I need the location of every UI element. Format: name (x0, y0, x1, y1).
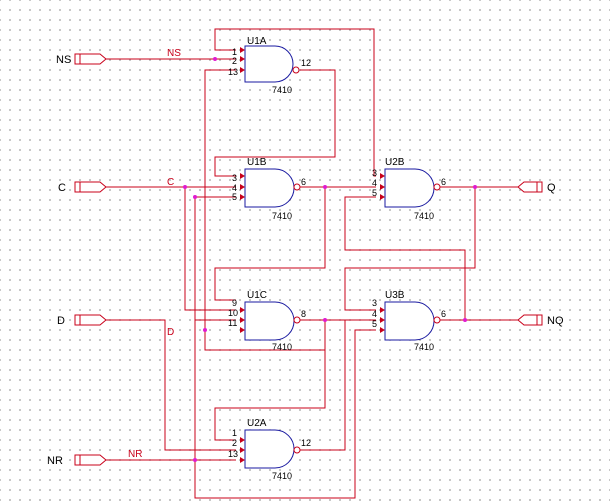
pin-number: 6 (441, 177, 446, 187)
junction-dot (473, 185, 477, 189)
gate-ref: U1A (247, 36, 267, 47)
pin-number: 12 (301, 438, 311, 448)
pin-number: 11 (228, 318, 237, 328)
pin-number: 5 (372, 319, 377, 329)
gate-u1a[interactable]: U1A 1 2 13 12 7410 (228, 36, 311, 95)
nand-gate-body (384, 168, 435, 208)
pin-arrows (380, 173, 385, 200)
gate-u2b[interactable]: U2B 3 4 5 6 7410 (372, 157, 446, 221)
port-c-label: C (58, 182, 66, 194)
net-label-d: D (167, 327, 174, 338)
pin-arrows (240, 307, 245, 333)
port-q[interactable]: Q (517, 181, 556, 194)
pin-number: 12 (301, 58, 311, 68)
inverter-bubble (433, 316, 441, 324)
part-number: 7410 (414, 342, 434, 352)
gate-u1b[interactable]: U1B 3 4 5 6 7410 (232, 157, 306, 221)
pin-number: 5 (232, 192, 237, 202)
net-label-c: C (167, 177, 174, 188)
junctions (183, 57, 477, 462)
net-label-ns: NS (167, 48, 181, 59)
gate-ref: U2B (385, 157, 405, 168)
pin-number: 1 (232, 428, 237, 438)
pin-number: 10 (228, 308, 238, 318)
pin-number: 3 (372, 298, 377, 308)
junction-dot (463, 318, 467, 322)
port-d[interactable]: D (57, 314, 107, 327)
gate-u2a[interactable]: U2A 1 2 13 12 7410 (228, 418, 311, 481)
part-number: 7410 (414, 211, 434, 221)
net-labels: NS C D NR (128, 48, 181, 460)
pin-number: 13 (228, 449, 238, 459)
port-ns[interactable]: NS (56, 53, 107, 66)
net-label-nr: NR (128, 449, 142, 460)
junction-dot (193, 195, 197, 199)
port-d-label: D (57, 315, 65, 327)
pin-number: 13 (228, 67, 238, 77)
pin-number: 2 (232, 56, 237, 66)
output-ports: Q NQ (517, 181, 564, 327)
pin-arrows (240, 437, 245, 463)
junction-dot (183, 185, 187, 189)
port-c[interactable]: C (58, 181, 107, 194)
junction-dot (323, 185, 327, 189)
inverter-bubble (293, 446, 301, 454)
pin-number: 3 (232, 173, 237, 183)
gate-ref: U3B (385, 290, 405, 301)
port-nr-label: NR (47, 455, 63, 467)
pin-number: 4 (372, 309, 377, 319)
gate-ref: U1B (247, 157, 267, 168)
part-number: 7410 (272, 85, 292, 95)
port-ns-label: NS (56, 54, 71, 66)
pin-number: 4 (372, 178, 377, 188)
pin-number: 4 (232, 183, 237, 193)
junction-dot (213, 57, 217, 61)
part-number: 7410 (272, 211, 292, 221)
port-nr[interactable]: NR (47, 454, 107, 467)
wires (106, 28, 518, 499)
nand-gate-body (384, 301, 435, 341)
port-nq-label: NQ (547, 315, 564, 327)
part-number: 7410 (272, 471, 292, 481)
inverter-bubble (293, 183, 301, 191)
gate-u3b[interactable]: U3B 3 4 5 6 7410 (372, 290, 446, 352)
nand-gate-body (244, 168, 295, 208)
pin-number: 6 (301, 177, 306, 187)
pin-number: 6 (441, 309, 446, 319)
nand-gate-body (244, 301, 295, 341)
gate-u1c[interactable]: U1C 9 10 11 8 7410 (228, 290, 306, 352)
input-ports: NS C D NR (47, 53, 107, 467)
gate-ref: U2A (247, 418, 267, 429)
inverter-bubble (433, 183, 441, 191)
nand-gate-body (244, 45, 294, 83)
pin-arrows (240, 173, 245, 200)
pin-number: 1 (232, 47, 237, 57)
junction-dot (203, 328, 207, 332)
pin-number: 5 (372, 188, 377, 198)
port-nq[interactable]: NQ (517, 314, 564, 327)
pin-number: 8 (301, 309, 306, 319)
nand-gate-body (244, 429, 295, 469)
pin-number: 3 (372, 168, 377, 178)
pin-number: 9 (232, 298, 237, 308)
pin-number: 2 (232, 438, 237, 448)
part-number: 7410 (272, 342, 292, 352)
gate-ref: U1C (247, 290, 267, 301)
inverter-bubble (292, 66, 300, 74)
junction-dot (323, 318, 327, 322)
pin-arrows (380, 307, 385, 333)
pin-arrows (240, 47, 245, 73)
inverter-bubble (293, 316, 301, 324)
port-q-label: Q (547, 182, 556, 194)
junction-dot (193, 458, 197, 462)
